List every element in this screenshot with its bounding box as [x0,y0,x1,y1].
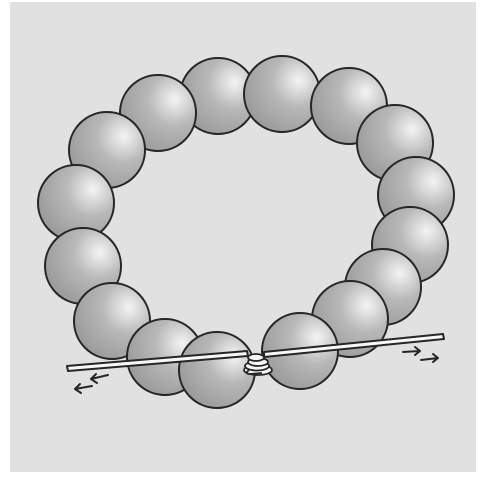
pull-right-arrow-icon [403,347,438,362]
pull-left-arrow-icon [75,374,108,393]
bead [244,56,320,132]
